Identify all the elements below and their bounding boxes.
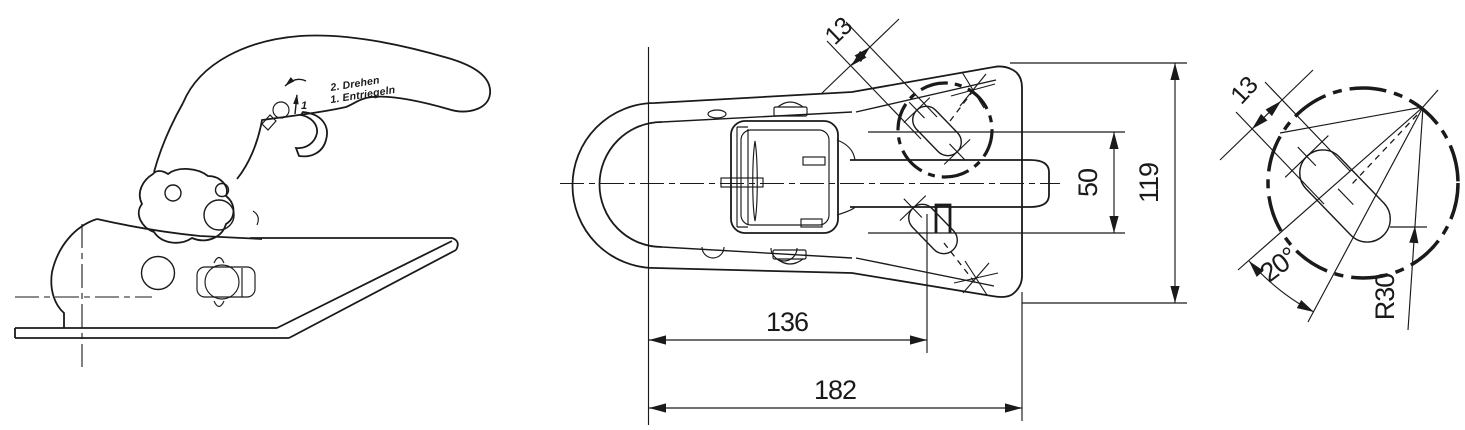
screw-cap-top-dome bbox=[777, 101, 804, 108]
dim-slot-width: 13 bbox=[819, 12, 938, 140]
dim-overall-width: 119 bbox=[1010, 62, 1187, 304]
base-plate-bend-upper bbox=[276, 240, 453, 329]
boss-top bbox=[707, 109, 727, 119]
slot-axis-dashed bbox=[1351, 114, 1418, 185]
dim-total-length: 182 bbox=[648, 292, 1023, 421]
latch-housing-outer bbox=[730, 120, 839, 234]
base-plate-bend-lower bbox=[288, 249, 457, 339]
detail-dim-slot-width-text: 13 bbox=[1225, 71, 1263, 109]
detail-dim-radius: R30 bbox=[1370, 106, 1427, 331]
screw-cap-top bbox=[773, 106, 808, 117]
detail-radius-circle bbox=[1266, 86, 1460, 280]
detail-view: 13 20° R30 bbox=[1219, 69, 1460, 331]
latch-connector bbox=[836, 139, 856, 216]
pivot-pin-large bbox=[203, 199, 235, 231]
socket-inner-arc bbox=[598, 121, 663, 248]
target-mark-bottom bbox=[953, 260, 999, 296]
dim-overall-width-text: 119 bbox=[1134, 163, 1164, 203]
latch-spring-blade bbox=[752, 140, 758, 222]
side-view: 1 2. Drehen 1. Entriegeln bbox=[14, 34, 491, 367]
arrow-step-label: 1 bbox=[301, 100, 307, 112]
handle-arm-left-edge bbox=[153, 102, 184, 173]
handle-outline bbox=[182, 34, 491, 180]
pivot-pin-small bbox=[214, 182, 230, 198]
inner-top-line bbox=[661, 79, 997, 123]
detail-dim-slot-width: 13 bbox=[1219, 69, 1351, 205]
dim-inner-width-text: 50 bbox=[1073, 169, 1103, 197]
top-view: 13 136 182 119 bbox=[560, 12, 1187, 425]
body-top-edge bbox=[96, 218, 263, 240]
pivot-hole-small bbox=[164, 184, 182, 202]
vertex-chord-line bbox=[1279, 106, 1424, 134]
body-left-edge bbox=[50, 218, 98, 328]
lower-slot-leader bbox=[943, 242, 977, 285]
latch-pin bbox=[720, 177, 764, 188]
latch-tip bbox=[252, 210, 259, 226]
target-mark-top bbox=[950, 71, 996, 109]
detail-slot bbox=[1284, 135, 1391, 243]
boss-bottom-2 bbox=[770, 247, 798, 262]
release-button bbox=[272, 101, 290, 119]
body-outer-outline bbox=[571, 65, 1023, 298]
wing-bolt bbox=[196, 256, 256, 308]
turn-arrow-head bbox=[283, 77, 295, 89]
latch-tab-top bbox=[802, 156, 826, 166]
dim-total-length-text: 182 bbox=[814, 375, 856, 405]
body-hole bbox=[140, 255, 176, 291]
lower-slot bbox=[899, 195, 958, 255]
dim-slot-width-text: 13 bbox=[819, 12, 857, 50]
vertex-extension bbox=[1422, 89, 1439, 108]
detail-boundary-circle bbox=[896, 81, 994, 179]
base-plate-flat bbox=[14, 327, 289, 339]
inner-bottom-line bbox=[661, 246, 995, 287]
dim-inner-width: 50 bbox=[1073, 132, 1119, 233]
latch-channel bbox=[736, 126, 749, 228]
latch-hook bbox=[294, 111, 328, 158]
slot-bracket bbox=[934, 203, 952, 233]
latch-tab-bottom bbox=[800, 218, 823, 228]
upper-slot bbox=[903, 97, 971, 165]
pivot-jaw bbox=[137, 168, 235, 244]
release-key-tab bbox=[261, 114, 277, 131]
dim-front-to-slot: 136 bbox=[647, 47, 928, 425]
base-plate-top-edge bbox=[250, 237, 459, 251]
boss-bottom-1 bbox=[701, 246, 725, 259]
dim-front-to-slot-text: 136 bbox=[766, 307, 808, 337]
detail-dim-radius-text: R30 bbox=[1370, 274, 1400, 321]
